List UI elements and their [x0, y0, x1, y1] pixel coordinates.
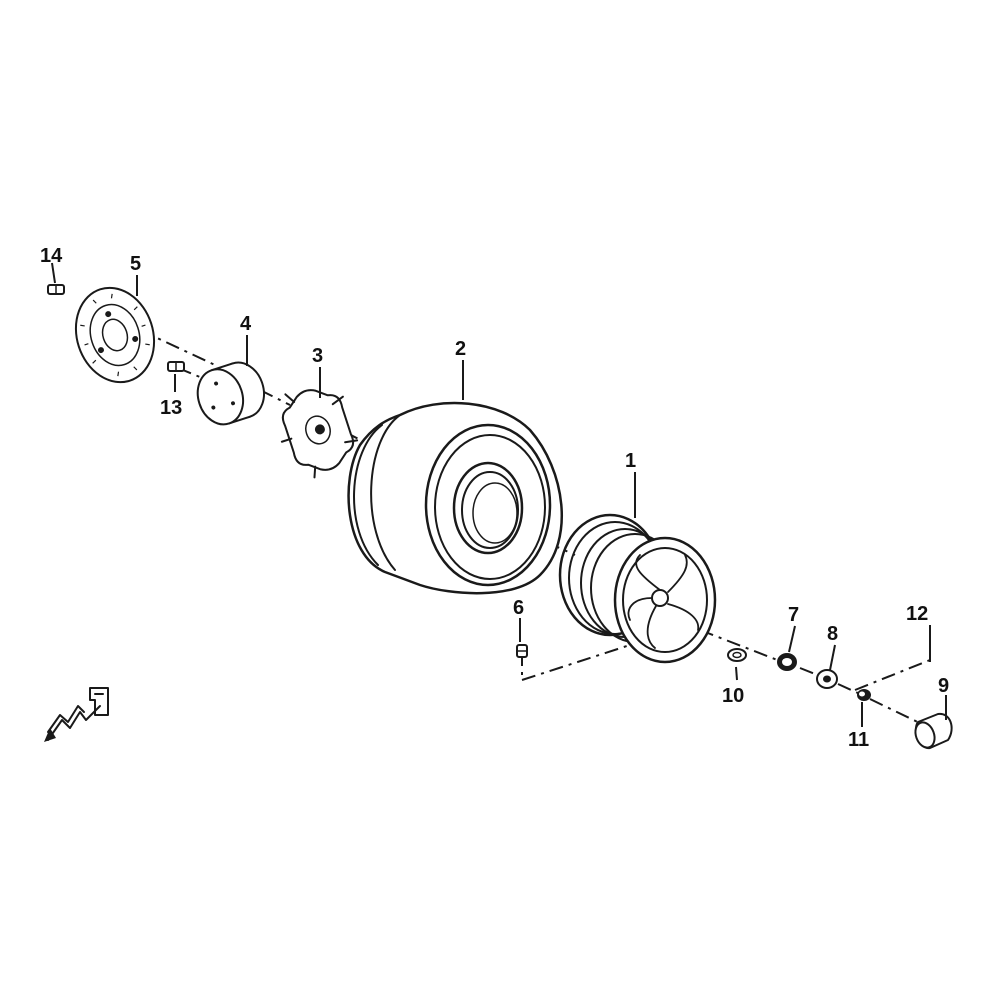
- callout-8: 8: [827, 623, 838, 645]
- disc-bolt: [47, 284, 65, 295]
- callout-5: 5: [130, 253, 141, 275]
- hub-spacer: [196, 361, 265, 426]
- tire: [347, 401, 564, 595]
- callout-13: 13: [160, 397, 182, 419]
- callout-7: 7: [788, 604, 799, 626]
- callout-3: 3: [312, 345, 323, 367]
- spacer-bolt: [167, 361, 185, 372]
- wheel-hub: [280, 389, 359, 479]
- valve-clip: [727, 648, 747, 662]
- valve: [516, 644, 528, 658]
- brake-disc: [74, 286, 156, 384]
- callout-11: 11: [848, 729, 869, 751]
- seal-ring: [777, 653, 797, 671]
- callout-10: 10: [722, 685, 744, 707]
- washer: [816, 669, 838, 689]
- callout-labels: 1 2 3 4 5 6 7 8 9 10 11 12 13 14: [40, 245, 949, 751]
- hub-cap: [914, 712, 953, 750]
- callout-4: 4: [240, 313, 252, 335]
- callout-12: 12: [906, 603, 928, 625]
- axle-nut: [857, 689, 871, 701]
- callout-2: 2: [455, 338, 466, 360]
- callout-14: 14: [40, 245, 63, 267]
- callout-9: 9: [938, 675, 949, 697]
- front-direction-arrow-icon: [44, 687, 109, 742]
- callout-6: 6: [513, 597, 524, 619]
- callout-1: 1: [625, 450, 636, 472]
- wheel-rim: [558, 513, 717, 664]
- callout-leaders: [51, 262, 947, 727]
